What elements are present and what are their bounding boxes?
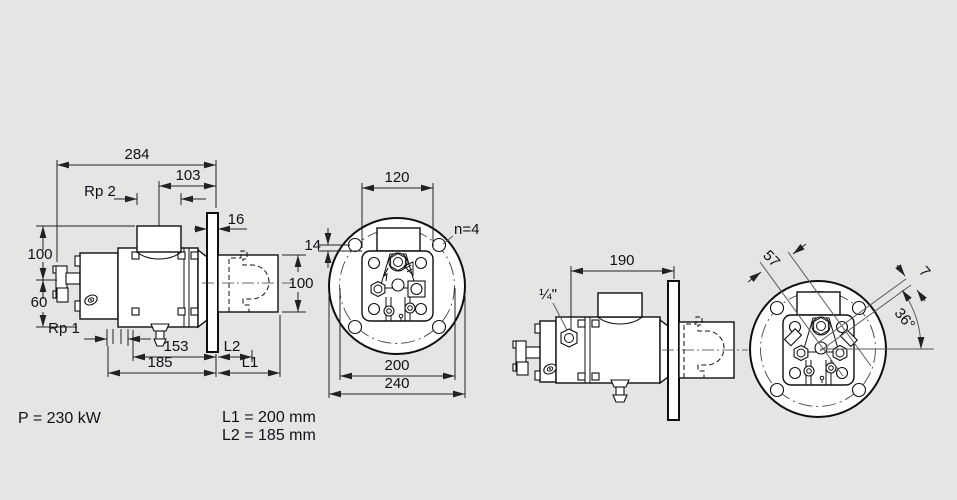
dim-plug-to-flange: 190 <box>609 252 634 269</box>
dim-bolt-circle: 200 <box>384 357 409 374</box>
bolt-hole <box>851 382 867 398</box>
bolt-hole <box>769 300 785 316</box>
front-flange-view-rotated: 57 7 36° <box>747 243 934 418</box>
dim-port-to-flange: 103 <box>175 167 200 184</box>
mounting-flange <box>206 212 219 353</box>
front-view-dimensions: 120 14 n=4 200 240 <box>304 169 479 398</box>
dim-shaft-height: 100 <box>288 275 313 292</box>
dim-hole-offset: 14 <box>304 237 321 254</box>
note-l1: L1 = 200 mm <box>222 409 316 426</box>
bolt-hole <box>347 237 363 253</box>
gauge-plug <box>560 328 578 348</box>
drawing-notes: P = 230 kW L1 = 200 mm L2 = 185 mm <box>18 409 316 444</box>
dim-shaft-l1: L1 <box>242 354 259 371</box>
note-l2: L2 = 185 mm <box>222 427 316 444</box>
dim-height-lower: 60 <box>31 294 48 311</box>
drain-fitting <box>150 323 170 347</box>
dim-flange-thickness: 16 <box>228 211 245 228</box>
dim-outer-diameter: 240 <box>384 375 409 392</box>
pump-body-outline <box>52 212 294 353</box>
mounting-flange-2 <box>667 280 680 421</box>
dim-port-angle: 36° <box>891 305 919 333</box>
dim-overall-length: 284 <box>124 146 149 163</box>
front-flange-view: 120 14 n=4 200 240 <box>304 169 479 398</box>
top-port-front <box>376 227 421 252</box>
note-power: P = 230 kW <box>18 410 102 427</box>
top-port-rp2 <box>136 225 182 253</box>
sight-glass <box>84 294 98 306</box>
pump-body-outline-2 <box>512 280 748 421</box>
label-top-port-rp2: Rp 2 <box>84 183 116 200</box>
dim-body-to-flange: 153 <box>163 338 188 355</box>
dim-overall-body: 185 <box>147 354 172 371</box>
side-view-dimensions: 284 103 Rp 2 16 100 60 Rp 1 <box>27 146 314 377</box>
label-side-port-rp1: Rp 1 <box>48 320 80 337</box>
label-hole-count: n=4 <box>454 221 479 238</box>
sight-glass-2 <box>543 363 557 375</box>
side-view-pump-2: 190 ¼" <box>512 252 748 421</box>
valve-mechanism <box>370 252 426 321</box>
bolt-hole <box>769 382 785 398</box>
bolt-hole <box>431 319 447 335</box>
drain-fitting-2 <box>610 379 630 403</box>
dim-height-upper: 100 <box>27 246 52 263</box>
dim-port-offset: 7 <box>915 263 933 281</box>
dim-port-spacing: 57 <box>759 247 783 271</box>
valve-mechanism-2 <box>783 316 858 385</box>
dim-shaft-l2: L2 <box>224 338 241 355</box>
side-view-2-dimensions: 190 ¼" <box>539 252 675 331</box>
top-port-front-2 <box>796 291 841 316</box>
dim-pad-width: 120 <box>384 169 409 186</box>
shaft-block <box>217 254 279 313</box>
top-port-2 <box>597 292 643 318</box>
bolt-hole <box>347 319 363 335</box>
side-view-pump: 284 103 Rp 2 16 100 60 Rp 1 <box>27 146 314 377</box>
label-gauge-port: ¼" <box>539 286 557 303</box>
bolt-hole <box>431 237 447 253</box>
